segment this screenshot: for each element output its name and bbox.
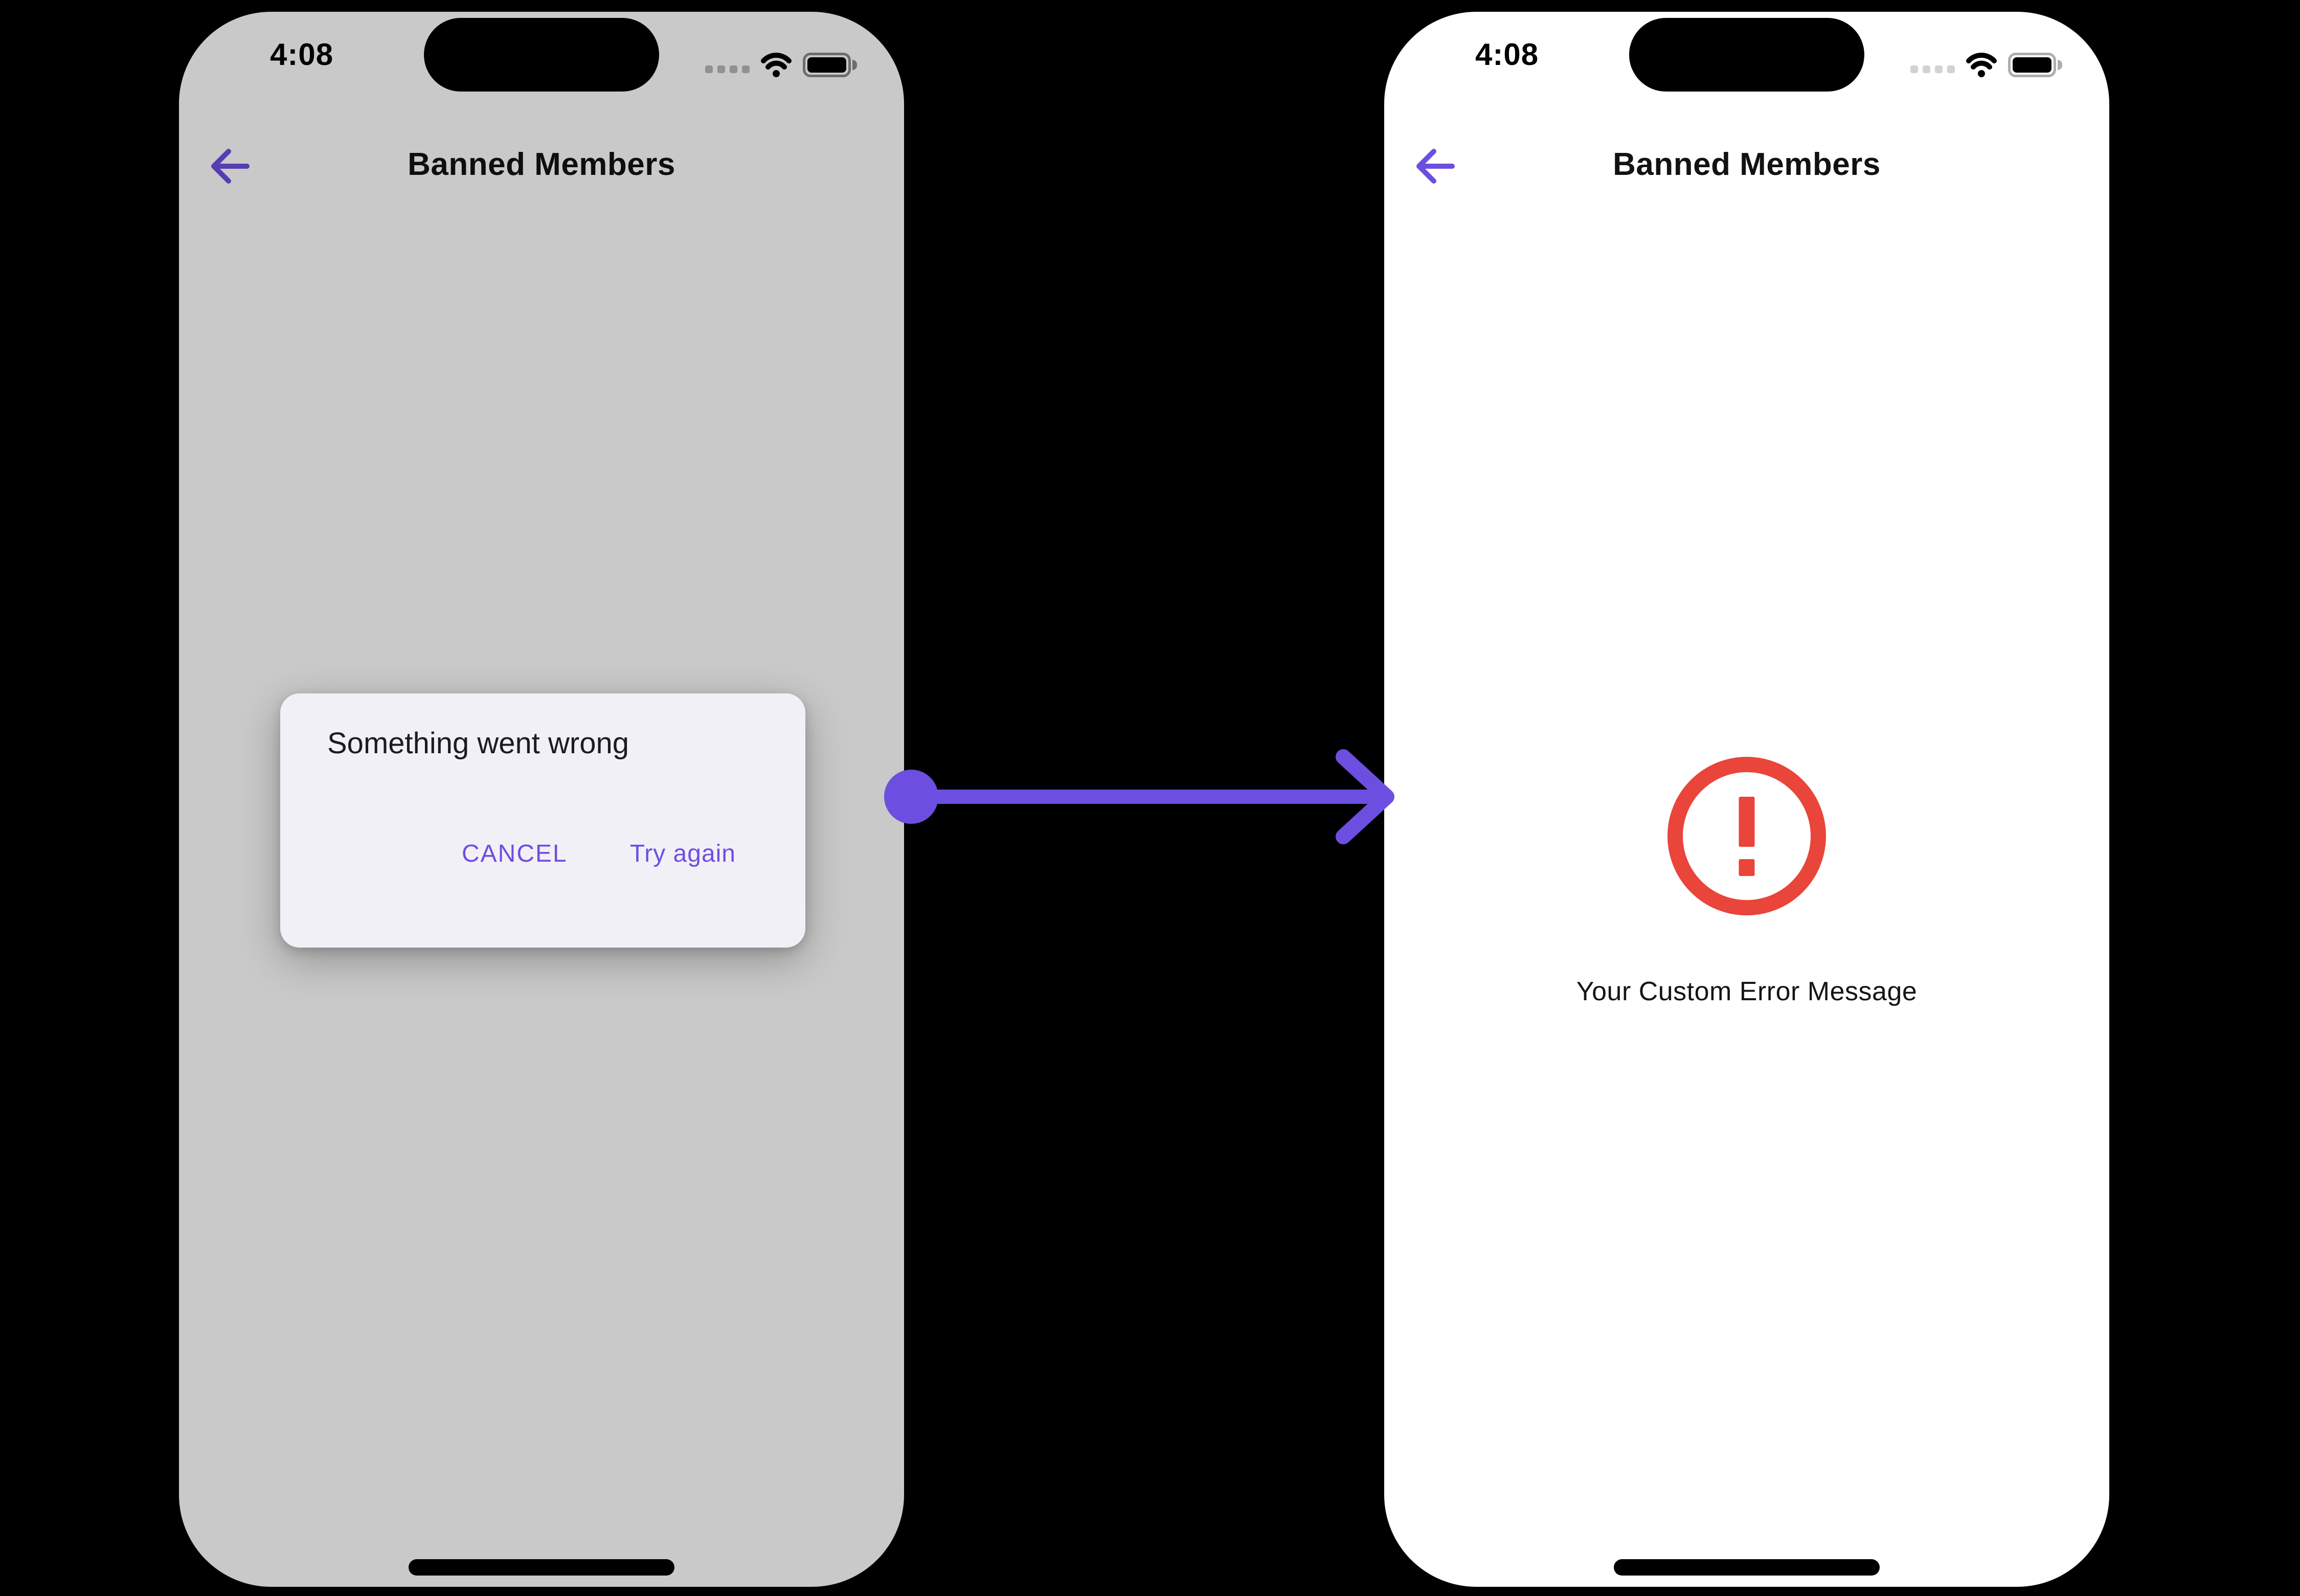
arrow-left-icon — [1416, 149, 1455, 184]
error-message: Your Custom Error Message — [1576, 977, 1918, 1006]
flow-arrow-icon — [884, 749, 1394, 844]
alert-exclamation-dot — [1739, 859, 1755, 876]
battery-icon — [803, 53, 857, 77]
cellular-dots-icon — [1910, 65, 1955, 73]
dynamic-island — [424, 18, 659, 92]
status-icons — [705, 50, 857, 80]
battery-icon — [2008, 53, 2062, 77]
page-title: Banned Members — [1613, 147, 1881, 182]
nav-header: Banned Members — [179, 134, 904, 201]
status-time: 4:08 — [1475, 37, 1539, 72]
dynamic-island — [1629, 18, 1864, 92]
arrow-left-icon — [211, 149, 250, 184]
wifi-icon — [761, 53, 792, 77]
alert-circle-icon — [1667, 757, 1826, 915]
left-phone-frame: 4:08 — [179, 12, 904, 1587]
cancel-button[interactable]: CANCEL — [462, 839, 568, 869]
status-icons — [1910, 50, 2062, 80]
alert-exclamation-bar — [1739, 797, 1755, 847]
back-button[interactable] — [205, 141, 256, 192]
back-button[interactable] — [1410, 141, 1461, 192]
error-dialog: Something went wrong CANCEL Try again — [280, 693, 805, 948]
home-indicator[interactable] — [1614, 1559, 1880, 1576]
status-bar: 4:08 — [179, 12, 904, 119]
wifi-icon — [1966, 53, 1997, 77]
status-bar: 4:08 — [1384, 12, 2109, 119]
try-again-button[interactable]: Try again — [630, 839, 736, 869]
home-indicator[interactable] — [409, 1559, 674, 1576]
right-phone-frame: 4:08 — [1384, 12, 2109, 1587]
page-title: Banned Members — [408, 147, 675, 182]
status-time: 4:08 — [270, 37, 334, 72]
cellular-dots-icon — [705, 65, 750, 73]
dialog-title: Something went wrong — [327, 727, 629, 760]
nav-header: Banned Members — [1384, 134, 2109, 201]
error-state: Your Custom Error Message — [1384, 12, 2109, 1587]
dialog-actions: CANCEL Try again — [462, 839, 736, 869]
